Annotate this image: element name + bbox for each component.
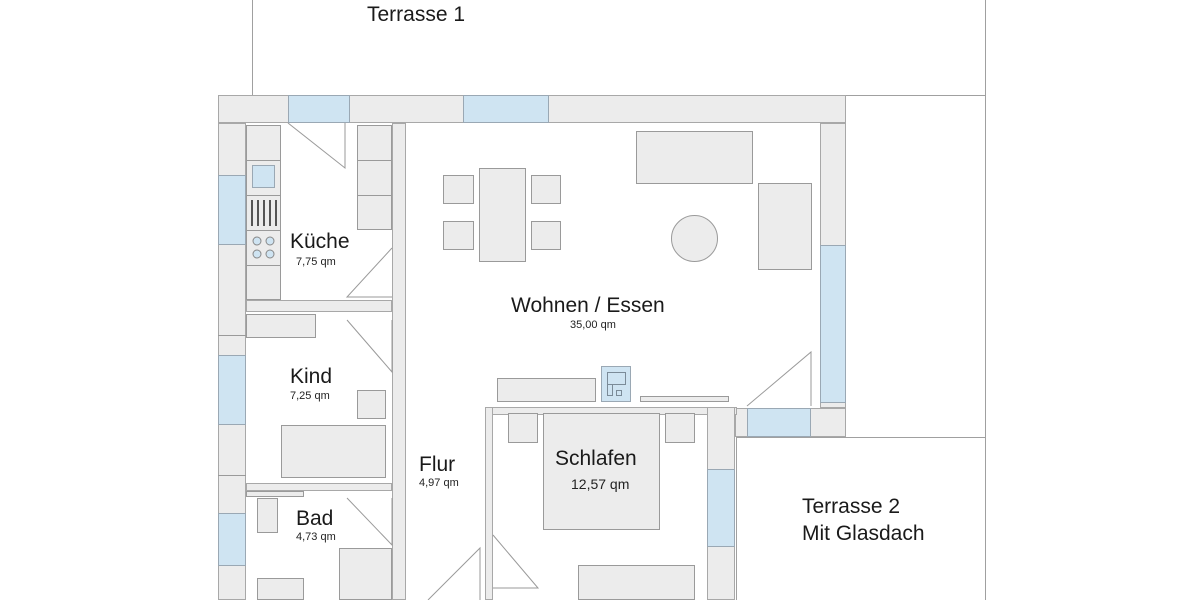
kind-bed: [281, 425, 386, 478]
kitchen-counter-right-div1: [357, 160, 392, 161]
bad-shelf: [246, 491, 304, 497]
door-kind: [346, 319, 393, 374]
armchair: [758, 183, 812, 270]
wall-kitchen-kind: [246, 300, 392, 312]
door-kitchen: [345, 247, 393, 298]
wall-left-seg1: [218, 335, 246, 336]
room-name-flur: Flur: [419, 453, 456, 476]
window-left-kitchen: [218, 175, 246, 245]
window-top-kitchen: [288, 95, 350, 123]
terrasse-2-left-line: [736, 437, 737, 600]
dining-chair-1: [443, 175, 474, 204]
kind-shelf: [246, 314, 316, 338]
door-bad: [346, 497, 393, 547]
tv-board: [640, 396, 729, 402]
dishwasher-icon: [251, 200, 277, 226]
room-area-flur: 4,97 qm: [419, 477, 459, 489]
door-entry: [427, 546, 481, 600]
kitchen-counter-div2: [246, 195, 281, 196]
nightstand-right: [665, 413, 695, 443]
wall-interior-vertical: [392, 123, 406, 600]
room-name-kind: Kind: [290, 365, 333, 388]
kitchen-counter-div3: [246, 230, 281, 231]
terrasse-1-label: Terrasse 1: [367, 1, 465, 28]
window-left-bad: [218, 513, 246, 566]
terrasse-2-area-line-top: [737, 437, 986, 438]
kitchen-counter-div4: [246, 265, 281, 266]
stove-icon: [250, 234, 278, 262]
bad-shower: [339, 548, 392, 600]
room-area-bad: 4,73 qm: [296, 531, 336, 543]
kitchen-counter-div1: [246, 160, 281, 161]
room-name-kueche: Küche: [290, 230, 350, 253]
dining-chair-4: [531, 221, 561, 250]
window-top-living: [463, 95, 549, 123]
dining-chair-2: [531, 175, 561, 204]
terrasse-2-subtext: Mit Glasdach: [802, 522, 925, 545]
door-kitchen-outer: [287, 122, 346, 170]
terrasse-2-text: Terrasse 2: [802, 495, 901, 518]
bad-sink: [257, 578, 304, 600]
window-living-bottom: [747, 408, 811, 437]
terrasse-1-text: Terrasse 1: [367, 3, 466, 26]
terrasse-2-label: Terrasse 2 Mit Glasdach: [802, 493, 925, 547]
dining-table: [479, 168, 526, 262]
kind-desk: [357, 390, 386, 419]
bad-toilet: [257, 498, 278, 533]
room-name-wohnen: Wohnen / Essen: [511, 294, 665, 317]
kitchen-counter-right: [357, 125, 392, 230]
window-schlafen: [707, 469, 735, 547]
wall-left-seg2: [218, 475, 246, 476]
room-name-schlafen: Schlafen: [555, 447, 637, 470]
window-right-living: [820, 245, 846, 403]
terrasse-1-area: [252, 0, 986, 96]
door-terrace: [746, 350, 812, 407]
bed: [543, 413, 660, 530]
coffee-table: [671, 215, 718, 262]
sink-icon: [252, 165, 275, 188]
sofa: [636, 131, 753, 184]
wall-schlafen-left: [485, 407, 493, 600]
room-area-schlafen: 12,57 qm: [571, 476, 630, 492]
room-area-kueche: 7,75 qm: [296, 256, 336, 268]
nightstand-left: [508, 413, 538, 443]
wall-kind-bad: [246, 483, 392, 491]
window-left-kind: [218, 355, 246, 425]
kitchen-counter-right-div2: [357, 195, 392, 196]
dining-chair-3: [443, 221, 474, 250]
terrace-line-upper: [845, 95, 986, 96]
door-schlafen: [492, 534, 540, 589]
room-name-bad: Bad: [296, 507, 334, 530]
sideboard: [497, 378, 596, 402]
right-boundary-line: [985, 0, 986, 600]
wardrobe: [578, 565, 695, 600]
room-area-wohnen: 35,00 qm: [570, 319, 616, 331]
fireplace-icon: [601, 366, 631, 402]
room-area-kind: 7,25 qm: [290, 390, 330, 402]
